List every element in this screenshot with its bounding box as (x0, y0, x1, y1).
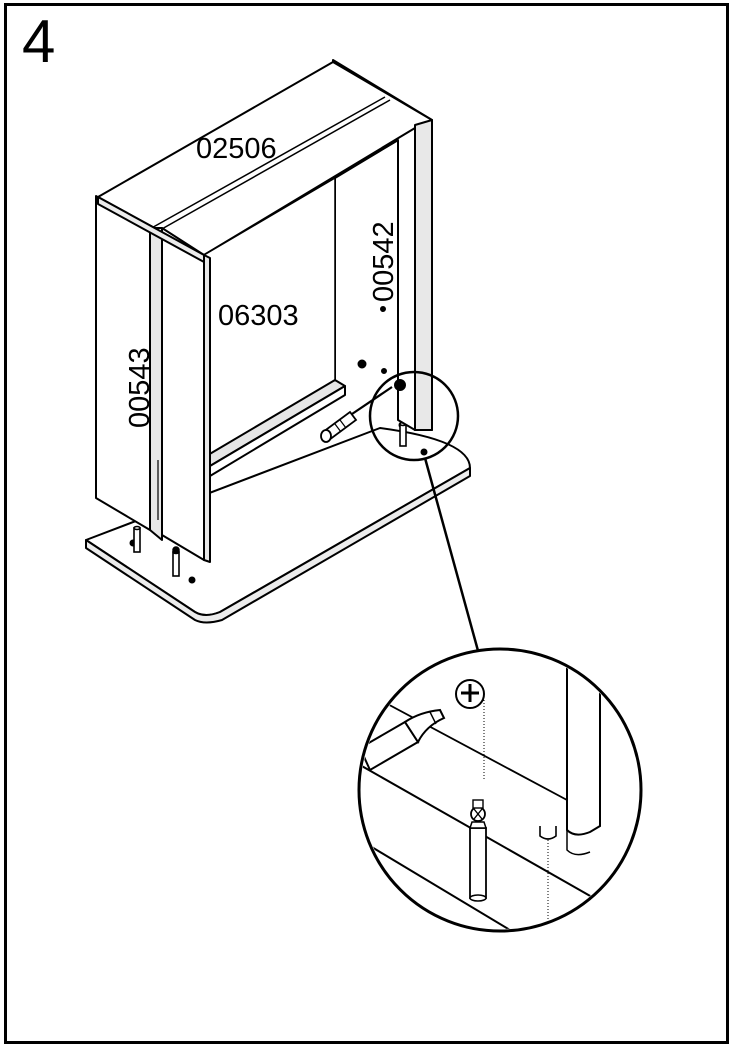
step-number: 4 (22, 8, 56, 75)
part-label-top: 02506 (196, 133, 277, 165)
part-label-right: 00542 (368, 221, 400, 302)
part-label-left: 00543 (124, 347, 156, 428)
part-label-back: 06303 (218, 300, 299, 332)
phillips-screw-icon (455, 679, 485, 709)
screwdriver-icon (320, 386, 393, 443)
cabinet-body (95, 59, 433, 563)
